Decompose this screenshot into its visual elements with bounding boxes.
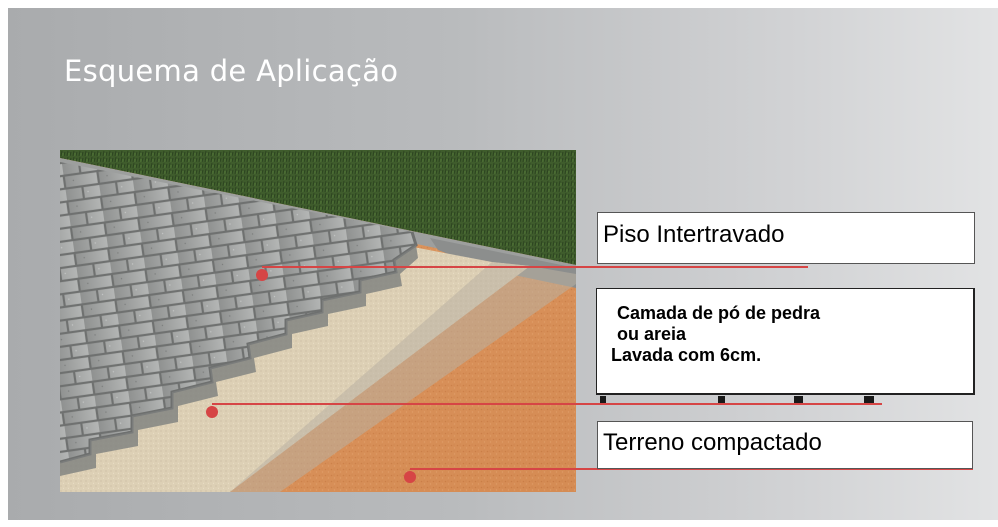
label-camada-line1: Camada de pó de pedra: [617, 303, 821, 323]
label-terreno-compactado: Terreno compactado: [597, 421, 973, 469]
obscured-label-remnant: [598, 396, 888, 408]
label-piso-text: Piso Intertravado: [603, 221, 785, 248]
label-piso-intertravado: Piso Intertravado: [597, 212, 975, 264]
callout-dot-camada: [206, 406, 218, 418]
callout-dot-terreno: [404, 471, 416, 483]
label-terreno-text: Terreno compactado: [603, 429, 822, 456]
label-camada-po-de-pedra: Camada de pó de pedra ou areia Lavada co…: [596, 288, 975, 395]
label-camada-line3: Lavada com 6cm.: [611, 345, 762, 365]
diagram-title: Esquema de Aplicação: [64, 54, 399, 88]
pavement-cross-section-illustration: [60, 150, 576, 492]
callout-lines: [212, 266, 973, 470]
label-camada-line2: ou areia: [617, 324, 687, 344]
callout-dot-piso: [256, 269, 268, 281]
diagram-panel: Esquema de Aplicação: [8, 8, 998, 520]
